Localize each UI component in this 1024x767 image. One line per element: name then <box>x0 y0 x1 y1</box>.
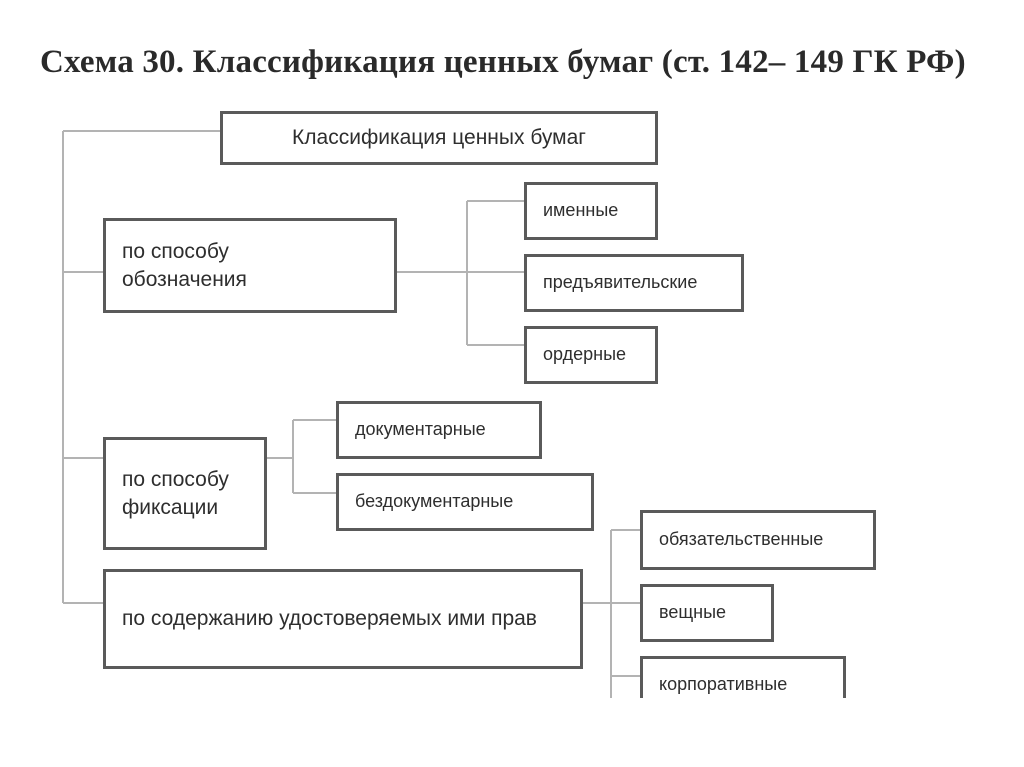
category-label: по способу фиксации <box>122 468 229 519</box>
leaf-label: корпоративные <box>659 674 788 695</box>
category-label: по способу обозначения <box>122 240 247 291</box>
leaf-label: обязательственные <box>659 529 824 550</box>
leaf-label: именные <box>543 200 619 221</box>
leaf-documentary: документарные <box>336 401 542 459</box>
root-node-label: Классификация ценных бумаг <box>292 126 586 150</box>
leaf-label: документарные <box>355 419 486 440</box>
leaf-label: бездокументарные <box>355 491 514 512</box>
leaf-order: ордерные <box>524 326 658 384</box>
leaf-label: ордерные <box>543 344 627 365</box>
leaf-registered: именные <box>524 182 658 240</box>
leaf-property: вещные <box>640 584 774 642</box>
diagram-title: Схема 30. Классификация ценных бумаг (ст… <box>40 44 966 80</box>
category-rights-content: по содержанию удостоверяемых ими прав <box>103 569 583 669</box>
root-node: Классификация ценных бумаг <box>220 111 658 165</box>
category-designation: по способу обозначения <box>103 218 397 313</box>
leaf-obligational: обязательственные <box>640 510 876 570</box>
leaf-label: вещные <box>659 602 727 623</box>
leaf-label: предъявительские <box>543 272 698 293</box>
crop-edge <box>0 698 1024 767</box>
leaf-bearer: предъявительские <box>524 254 744 312</box>
category-fixation: по способу фиксации <box>103 437 267 550</box>
category-label: по содержанию удостоверяемых ими прав <box>122 607 537 631</box>
leaf-paperless: бездокументарные <box>336 473 594 531</box>
